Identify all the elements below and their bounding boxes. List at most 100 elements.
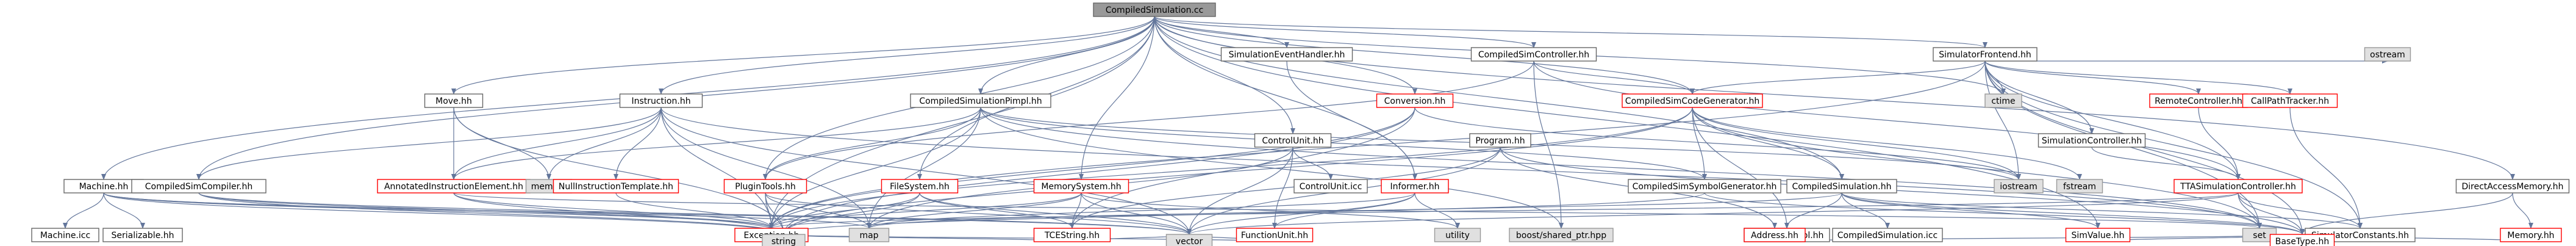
edge-SimController-to-TTASimController (2091, 147, 2241, 180)
node-box-Program (1469, 133, 1531, 148)
node-label-utility: utility (1445, 231, 1470, 241)
edge-SimFrontend-to-SimConstants (1984, 60, 2363, 229)
node-root[interactable]: CompiledSimulation.cc (1093, 2, 1216, 17)
edge-SimFrontend-to-iostream (1984, 60, 2021, 180)
node-CSimpl[interactable]: CompiledSimulationPimpl.hh (910, 93, 1051, 108)
node-Memory[interactable]: Memory.hh (2500, 228, 2562, 242)
node-SimController[interactable]: SimulationController.hh (2038, 133, 2146, 148)
node-Machine[interactable]: Machine.hh (63, 179, 144, 194)
node-set[interactable]: set (2242, 228, 2277, 242)
edge-root-to-Informer (1154, 16, 1417, 180)
node-box-CallPathTracker (2242, 93, 2338, 108)
node-NullIT[interactable]: NullInstructionTemplate.hh (553, 179, 679, 194)
edge-Informer-to-utility (1414, 192, 1460, 229)
node-box-DirectAccessMemory (2455, 179, 2570, 194)
edge-MemorySystem-to-Exception (769, 192, 1082, 229)
node-box-SimEventHandler (1220, 47, 1353, 62)
node-box-Instruction (619, 93, 703, 108)
node-box-Memory (2500, 228, 2562, 242)
node-CSCompiler[interactable]: CompiledSimCompiler.hh (131, 179, 267, 194)
edge-Machine-to-string (103, 192, 786, 235)
edge-CSimpl-to-set (980, 107, 2262, 229)
node-BaseType[interactable]: BaseType.hh (2269, 234, 2335, 246)
node-utility[interactable]: utility (1434, 228, 1481, 242)
edge-Program-to-BaseType (1500, 147, 2305, 235)
node-boostShared[interactable]: boost/shared_ptr.hpp (1509, 228, 1614, 242)
node-CallPathTracker[interactable]: CallPathTracker.hh (2242, 93, 2338, 108)
node-ControlUnitIcc[interactable]: ControlUnit.icc (1293, 179, 1368, 194)
edge-DirectAccessMemory-to-BaseType (2300, 192, 2513, 235)
node-string[interactable]: string (762, 234, 806, 246)
node-CSimIcc[interactable]: CompiledSimulation.icc (1832, 228, 1943, 242)
node-label-Address: Address.hh (1751, 231, 1798, 241)
edge-TTASimController-to-vector (1187, 192, 2239, 235)
node-iostream[interactable]: iostream (1994, 179, 2044, 194)
node-MemorySystem[interactable]: MemorySystem.hh (1033, 179, 1129, 194)
edge-Informer-to-map (867, 192, 1415, 229)
node-label-Memory: Memory.hh (2507, 231, 2554, 241)
node-FileSystem[interactable]: FileSystem.hh (881, 179, 959, 194)
node-label-ControlUnitIcc: ControlUnit.icc (1300, 182, 1362, 192)
node-ostream[interactable]: ostream (2364, 47, 2411, 62)
node-ControlUnit[interactable]: ControlUnit.hh (1254, 133, 1332, 148)
edge-root-to-CSCodeGen (1154, 16, 1695, 95)
edge-CSController-to-PluginTools (763, 60, 1534, 180)
edge-root-to-ControlUnit (1154, 16, 1295, 134)
node-SimFrontend[interactable]: SimulatorFrontend.hh (1933, 47, 2038, 62)
node-Move[interactable]: Move.hh (424, 93, 484, 108)
node-label-BaseType: BaseType.hh (2275, 237, 2329, 246)
node-label-Instruction: Instruction.hh (631, 96, 690, 106)
edge-Instruction-to-CSCompiler (196, 107, 662, 180)
node-PluginTools[interactable]: PluginTools.hh (723, 179, 807, 194)
edge-CSController-to-TTASimController (1533, 60, 2241, 180)
node-SimValue[interactable]: SimValue.hh (2065, 228, 2131, 242)
edge-CSimHH-to-map (867, 192, 1842, 229)
node-Program[interactable]: Program.hh (1469, 133, 1531, 148)
node-CSSymbolGen[interactable]: CompiledSimSymbolGenerator.hh (1628, 179, 1781, 194)
node-label-SimEventHandler: SimulationEventHandler.hh (1229, 50, 1345, 60)
node-label-FileSystem: FileSystem.hh (890, 182, 950, 192)
node-TCEString[interactable]: TCEString.hh (1033, 228, 1111, 242)
node-ctime[interactable]: ctime (1984, 93, 2022, 108)
edge-FileSystem-to-TCEString (919, 192, 1075, 229)
node-Serializable[interactable]: Serializable.hh (102, 228, 183, 242)
node-Informer[interactable]: Informer.hh (1381, 179, 1449, 194)
node-CSimHH[interactable]: CompiledSimulation.hh (1786, 179, 1897, 194)
node-SimEventHandler[interactable]: SimulationEventHandler.hh (1220, 47, 1353, 62)
node-label-string: string (771, 237, 796, 246)
node-box-TTASimController (2174, 179, 2303, 194)
node-box-vector (1165, 234, 1213, 246)
edge-TTASimController-to-set (2238, 192, 2262, 229)
node-box-Move (424, 93, 484, 108)
node-CSController[interactable]: CompiledSimController.hh (1470, 47, 1597, 62)
node-box-CSController (1470, 47, 1597, 62)
node-label-Machine: Machine.hh (79, 182, 129, 192)
node-CSCodeGen[interactable]: CompiledSimCodeGenerator.hh (1622, 93, 1763, 108)
node-label-boostShared: boost/shared_ptr.hpp (1516, 231, 1606, 241)
node-MachineIcc[interactable]: Machine.icc (31, 228, 99, 242)
node-box-PluginTools (723, 179, 807, 194)
node-map[interactable]: map (848, 228, 890, 242)
node-FunctionUnit[interactable]: FunctionUnit.hh (1236, 228, 1314, 242)
node-label-FunctionUnit: FunctionUnit.hh (1241, 231, 1308, 241)
node-Address[interactable]: Address.hh (1744, 228, 1806, 242)
node-Instruction[interactable]: Instruction.hh (619, 93, 703, 108)
edge-Conversion-to-iostream (1414, 107, 2021, 180)
node-RemoteController[interactable]: RemoteController.hh (2149, 93, 2248, 108)
edge-FileSystem-to-Exception (769, 192, 920, 229)
node-fstream[interactable]: fstream (2056, 179, 2103, 194)
node-label-fstream: fstream (2063, 182, 2096, 192)
node-box-MachineIcc (31, 228, 99, 242)
node-Conversion[interactable]: Conversion.hh (1376, 93, 1454, 108)
node-DirectAccessMemory[interactable]: DirectAccessMemory.hh (2455, 179, 2570, 194)
edge-SimFrontend-to-RemoteController (1984, 60, 2201, 95)
node-AnnotatedIE[interactable]: AnnotatedInstructionElement.hh (377, 179, 531, 194)
node-TTASimController[interactable]: TTASimulationController.hh (2174, 179, 2303, 194)
node-box-ostream (2364, 47, 2411, 62)
node-box-root (1093, 2, 1216, 17)
node-label-set: set (2253, 231, 2266, 241)
node-vector[interactable]: vector (1165, 234, 1213, 246)
node-box-Informer (1381, 179, 1449, 194)
node-layer: CompiledSimulation.ccMachine.hhMachine.i… (31, 2, 2570, 246)
node-box-SimFrontend (1933, 47, 2038, 62)
